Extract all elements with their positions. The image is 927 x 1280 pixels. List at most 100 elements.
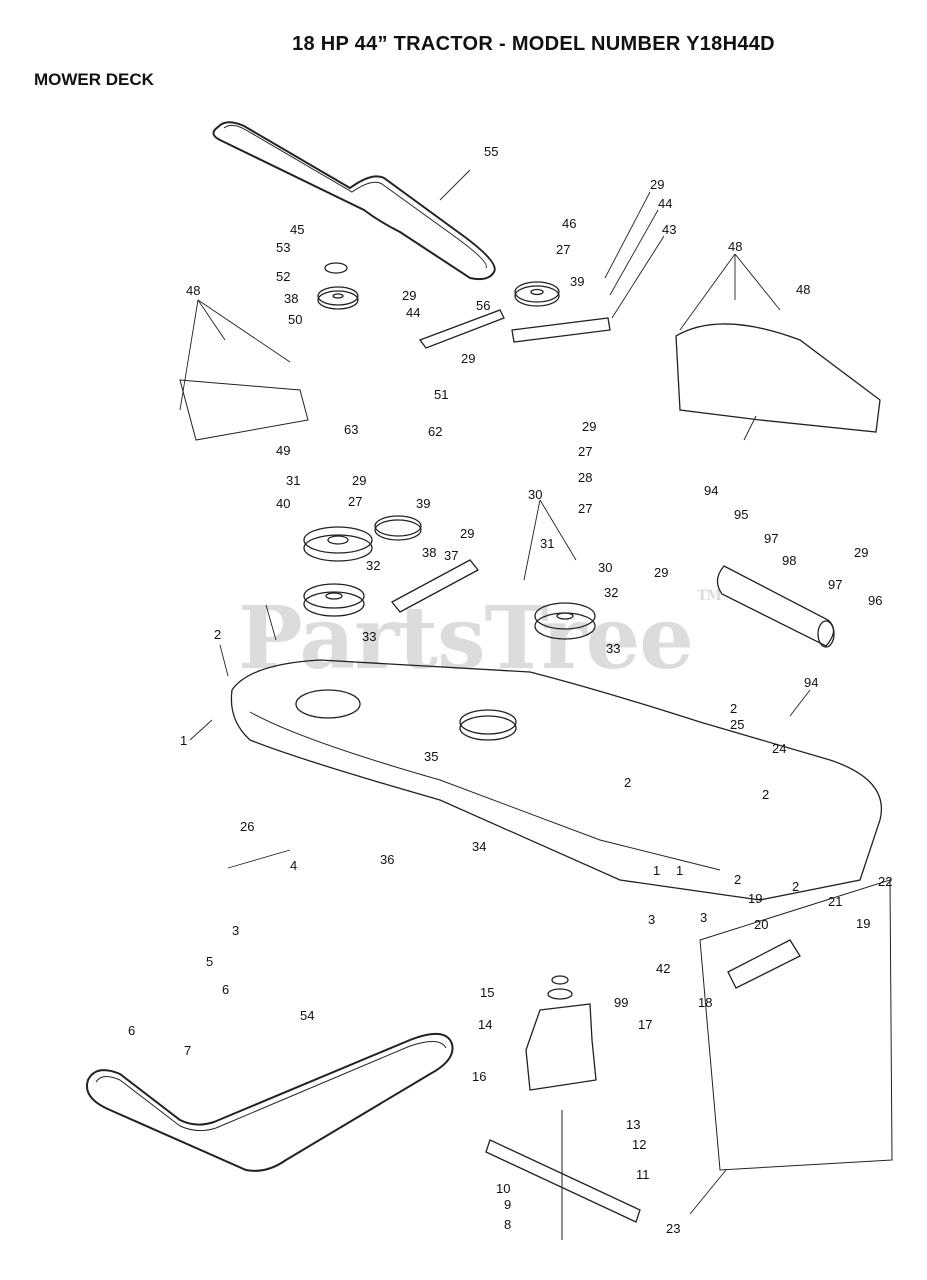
callout-40: 40 (276, 496, 291, 511)
callout-48: 48 (186, 283, 201, 298)
callout-2: 2 (624, 775, 632, 790)
callout-33: 33 (606, 641, 621, 656)
callout-10: 10 (496, 1181, 511, 1196)
callout-32: 32 (366, 558, 381, 573)
callout-28: 28 (578, 470, 593, 485)
roller (716, 565, 835, 647)
callout-55: 55 (484, 144, 499, 159)
callout-11: 11 (636, 1167, 650, 1182)
callout-26: 26 (240, 819, 255, 834)
pulley-39-top (514, 281, 560, 303)
callout-94: 94 (804, 675, 819, 690)
callout-15: 15 (480, 985, 495, 1000)
blade (485, 1139, 641, 1223)
callout-29: 29 (352, 473, 367, 488)
callout-6: 6 (128, 1023, 136, 1038)
bracket-51 (418, 309, 505, 349)
callout-30: 30 (598, 560, 613, 575)
pulley-53 (324, 262, 348, 274)
callout-20: 20 (754, 917, 769, 932)
callout-63: 63 (344, 422, 359, 437)
callout-94: 94 (704, 483, 719, 498)
callout-6: 6 (222, 982, 230, 997)
upper-belt (212, 121, 496, 281)
callout-44: 44 (406, 305, 421, 320)
callout-98: 98 (782, 553, 797, 568)
arm-43 (511, 317, 611, 343)
pulley-32-right (534, 602, 596, 630)
callout-39: 39 (416, 496, 431, 511)
callout-29: 29 (461, 351, 476, 366)
callout-97: 97 (764, 531, 779, 546)
callout-30: 30 (528, 487, 543, 502)
callout-7: 7 (184, 1043, 192, 1058)
leader-lines (179, 169, 811, 1215)
pulley-40 (303, 526, 373, 554)
pulley-52 (317, 286, 359, 306)
callout-22: 22 (878, 874, 893, 889)
callout-29: 29 (460, 526, 475, 541)
callout-49: 49 (276, 443, 291, 458)
callout-32: 32 (604, 585, 619, 600)
callout-27: 27 (578, 501, 593, 516)
callout-51: 51 (434, 387, 449, 402)
callout-43: 43 (662, 222, 677, 237)
callout-25: 25 (730, 717, 745, 732)
callout-48: 48 (796, 282, 811, 297)
callout-3: 3 (700, 910, 708, 925)
callout-29: 29 (582, 419, 597, 434)
callout-34: 34 (472, 839, 487, 854)
bracket-37 (391, 559, 479, 613)
callout-27: 27 (556, 242, 571, 257)
callout-35: 35 (424, 749, 439, 764)
callout-95: 95 (734, 507, 749, 522)
callout-48: 48 (728, 239, 743, 254)
callout-45: 45 (290, 222, 305, 237)
callout-50: 50 (288, 312, 303, 327)
callout-29: 29 (402, 288, 417, 303)
callout-96: 96 (868, 593, 883, 608)
deck-spindle-left (295, 689, 361, 719)
callout-17: 17 (638, 1017, 653, 1032)
callout-46: 46 (562, 216, 577, 231)
callout-36: 36 (380, 852, 395, 867)
callout-56: 56 (476, 298, 491, 313)
shield-47 (675, 323, 881, 433)
callout-27: 27 (578, 444, 593, 459)
callout-33: 33 (362, 629, 377, 644)
callout-27: 27 (348, 494, 363, 509)
callout-99: 99 (614, 995, 629, 1010)
callout-8: 8 (504, 1217, 512, 1232)
callout-2: 2 (792, 879, 800, 894)
callout-19: 19 (856, 916, 871, 931)
callout-1: 1 (180, 733, 188, 748)
spindle-housing (525, 1003, 597, 1091)
callout-31: 31 (540, 536, 555, 551)
watermark-tm: TM (697, 588, 722, 604)
baffle-20 (727, 939, 801, 989)
callout-12: 12 (632, 1137, 647, 1152)
callout-38: 38 (284, 291, 299, 306)
section-title: MOWER DECK (34, 70, 154, 89)
callout-37: 37 (444, 548, 459, 563)
callout-1: 1 (653, 863, 661, 878)
callout-62: 62 (428, 424, 443, 439)
callout-42: 42 (656, 961, 671, 976)
mower-deck (230, 659, 882, 901)
callout-29: 29 (654, 565, 669, 580)
callout-1: 1 (676, 863, 684, 878)
pulley-39 (374, 515, 422, 537)
callout-21: 21 (828, 894, 843, 909)
pulley-32-left (303, 583, 365, 609)
chute-49 (179, 379, 309, 441)
callout-19: 19 (748, 891, 763, 906)
callout-3: 3 (232, 923, 240, 938)
callout-52: 52 (276, 269, 291, 284)
callout-29: 29 (854, 545, 869, 560)
callout-44: 44 (658, 196, 673, 211)
callout-2: 2 (730, 701, 738, 716)
callout-2: 2 (762, 787, 770, 802)
callout-3: 3 (648, 912, 656, 927)
callout-2: 2 (734, 872, 742, 887)
callout-14: 14 (478, 1017, 493, 1032)
